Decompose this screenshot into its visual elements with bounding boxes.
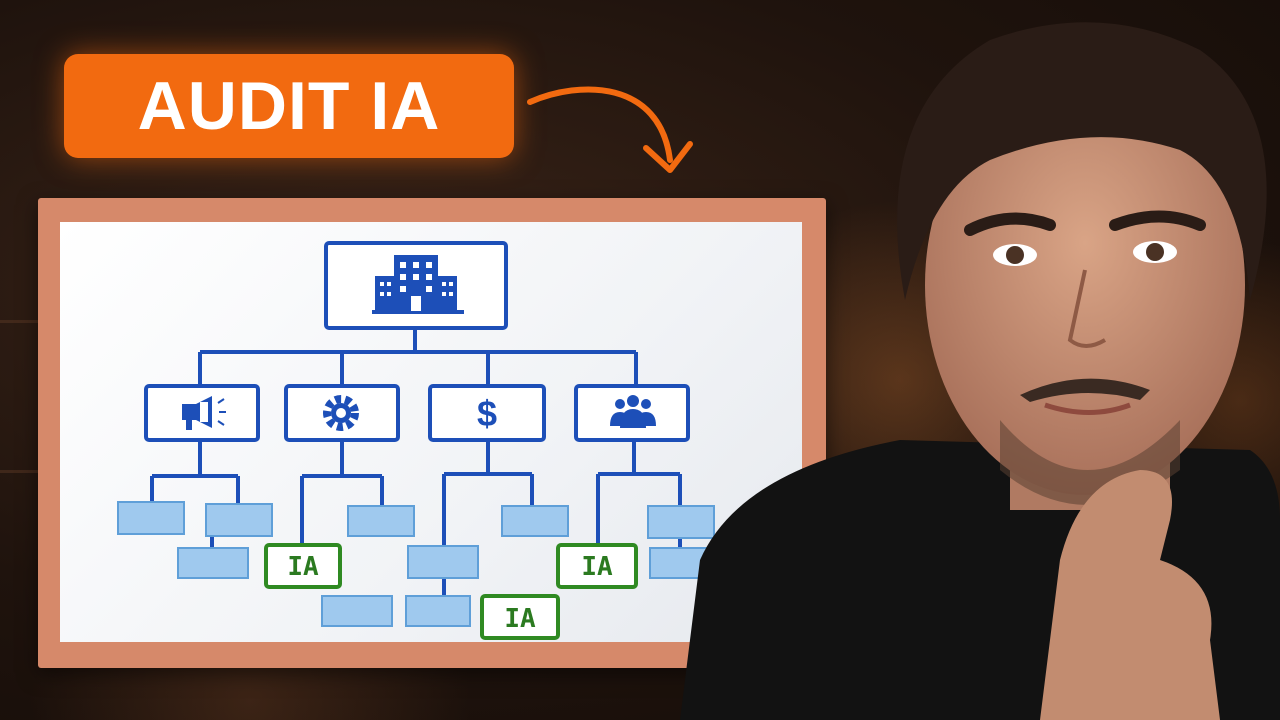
curved-arrow-icon	[527, 86, 693, 173]
leaf-box	[405, 595, 471, 627]
title-text: AUDIT IA	[137, 68, 441, 144]
dept-node-finance: $	[428, 384, 546, 442]
ia-node-1: IA	[264, 543, 342, 589]
leaf-box	[347, 505, 415, 537]
leaf-boxes	[117, 501, 717, 627]
leaf-box	[407, 545, 479, 579]
title-badge: AUDIT IA	[64, 54, 514, 158]
building-icon	[372, 255, 464, 314]
dept-node-marketing	[144, 384, 260, 442]
ia-node-3: IA	[480, 594, 560, 640]
leaf-box	[177, 547, 249, 579]
ia-label: IA	[581, 552, 613, 582]
leaf-box	[501, 505, 569, 537]
gear-icon	[323, 395, 359, 431]
shelf-line	[0, 320, 40, 323]
dollar-icon: $	[477, 393, 497, 434]
ia-label: IA	[504, 604, 536, 634]
ia-label: IA	[287, 552, 319, 582]
ia-node-2: IA	[556, 543, 638, 589]
leaf-box	[117, 501, 185, 535]
connector-lines	[150, 328, 682, 596]
leaf-box	[647, 505, 715, 539]
leaf-box	[205, 503, 273, 537]
team-icon	[610, 395, 656, 428]
root-node	[324, 241, 508, 330]
dept-node-operations	[284, 384, 400, 442]
megaphone-icon	[182, 396, 226, 430]
presenter-photo	[680, 22, 1280, 720]
leaf-box	[321, 595, 393, 627]
dept-node-hr	[574, 384, 690, 442]
shelf-line	[0, 470, 40, 473]
